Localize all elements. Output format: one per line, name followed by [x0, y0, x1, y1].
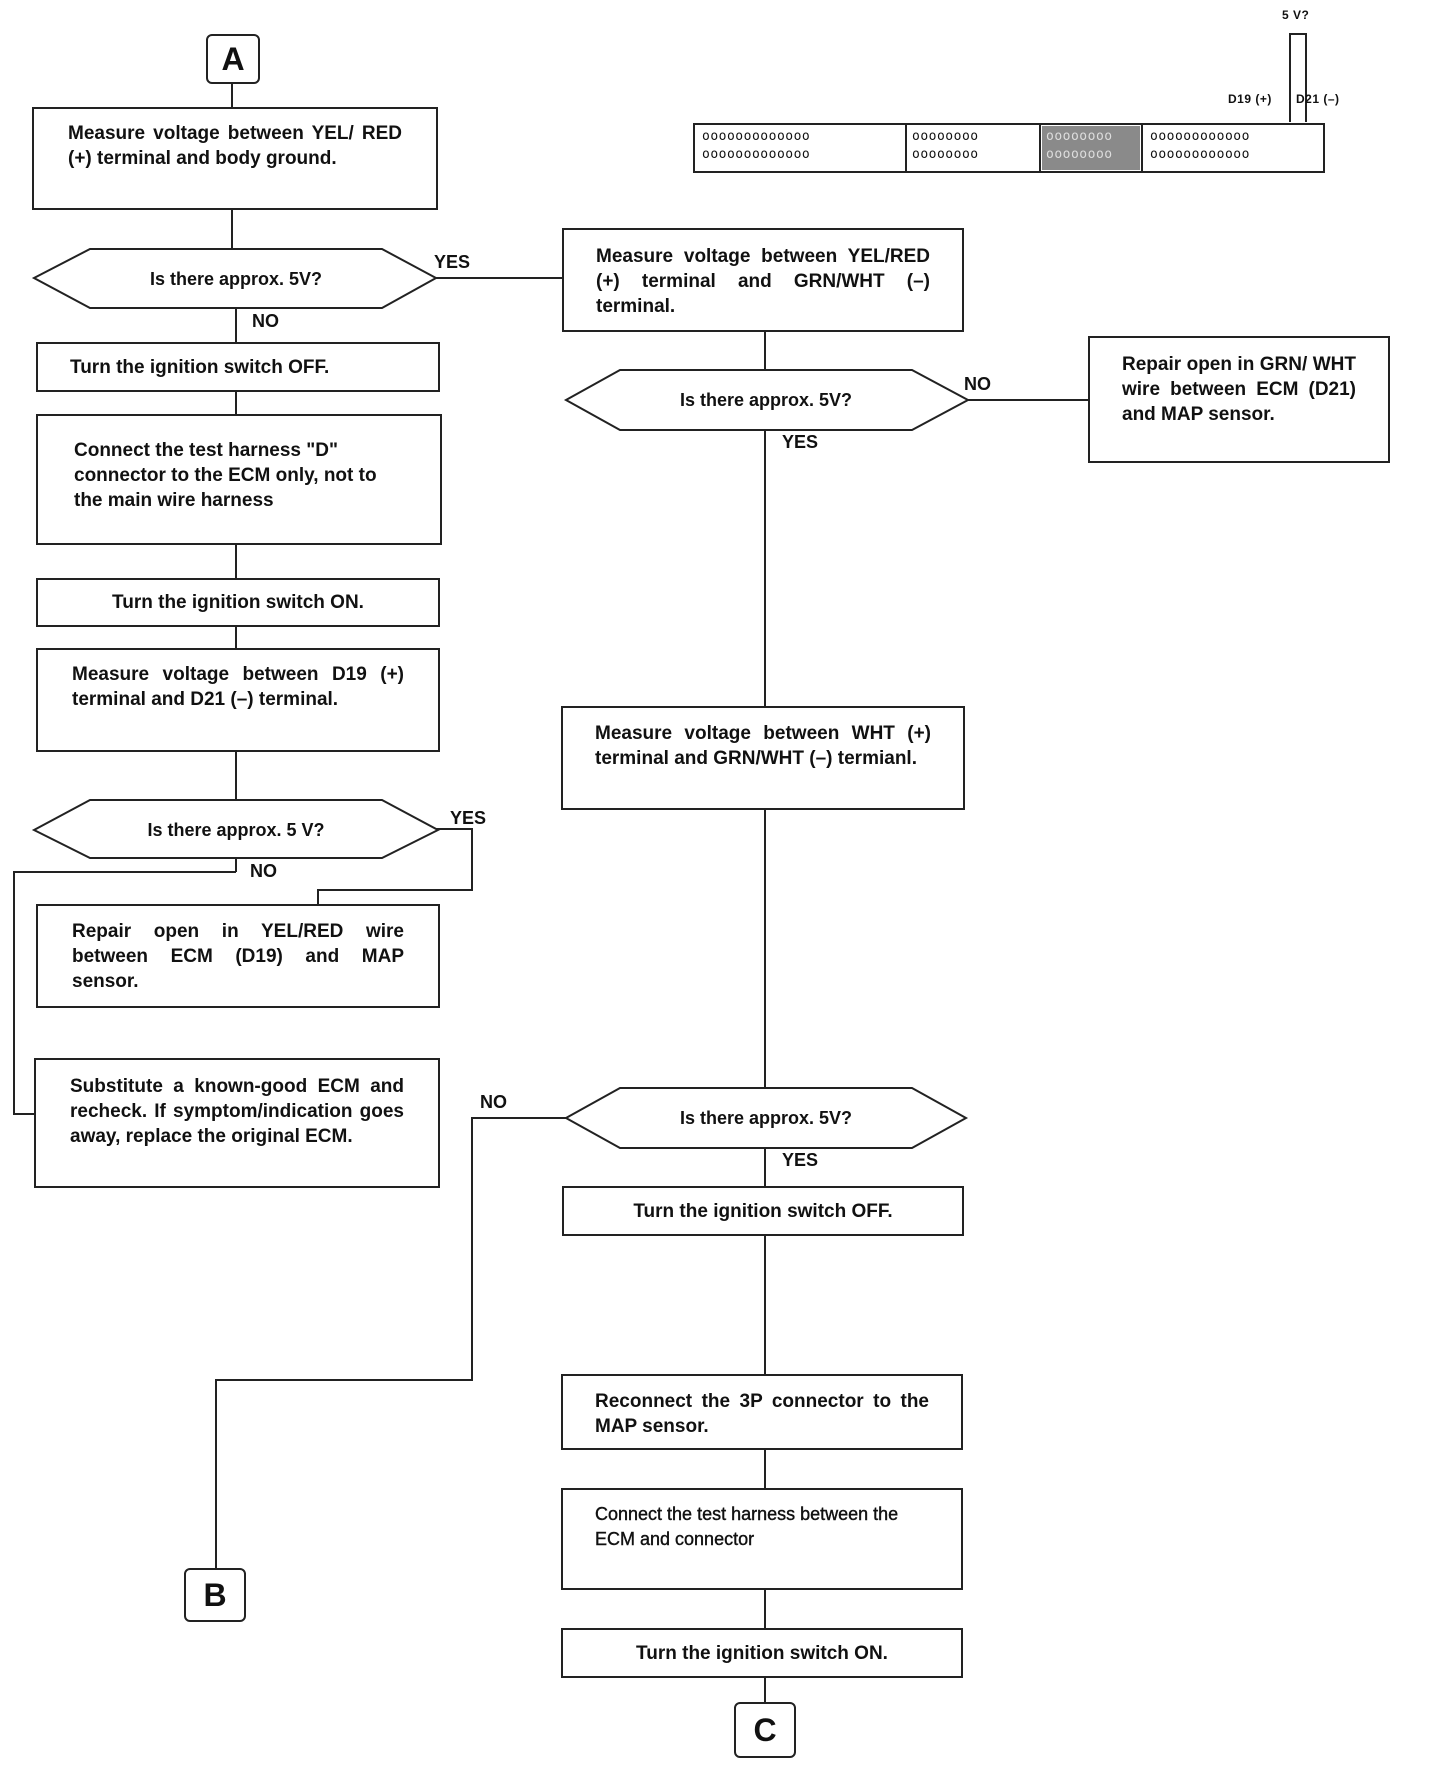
label-yes-right-1: YES	[782, 432, 819, 452]
ignition-off-right: Turn the ignition switch OFF.	[562, 1186, 964, 1236]
measure-wht-grn-wht: Measure voltage between WHT (+) terminal…	[561, 706, 965, 810]
decision-shape	[563, 369, 971, 431]
connector-a: A	[206, 34, 260, 84]
decision-shape	[563, 1087, 969, 1149]
connector-pins-1: ooooooooooooo ooooooooooooo	[702, 129, 811, 162]
label-yes-left-2: YES	[450, 808, 487, 828]
connector-pins-4: oooooooooooo oooooooooooo	[1150, 129, 1250, 162]
ignition-off-left: Turn the ignition switch OFF.	[36, 342, 440, 392]
connect-test-harness-d: Connect the test harness "D" connector t…	[36, 414, 442, 545]
ecm-d21-label: D21 (–)	[1296, 92, 1340, 106]
ecm-connector-block	[693, 123, 1325, 173]
decision-right-2: Is there approx. 5V?	[679, 1107, 853, 1128]
substitute-known-good-ecm: Substitute a known-good ECM and recheck.…	[34, 1058, 440, 1188]
decision-shape	[31, 248, 439, 309]
measure-yel-red-grn-wht: Measure voltage between YEL/RED (+) term…	[562, 228, 964, 332]
connector-b: B	[184, 1568, 246, 1622]
label-no-left-2: NO	[250, 861, 277, 881]
label-yes-left-1: YES	[434, 252, 471, 272]
ignition-on-left: Turn the ignition switch ON.	[36, 578, 440, 627]
reconnect-3p-connector: Reconnect the 3P connector to the MAP se…	[561, 1374, 963, 1450]
repair-yel-red-wire: Repair open in YEL/RED wire between ECM …	[36, 904, 440, 1008]
ignition-on-right: Turn the ignition switch ON.	[561, 1628, 963, 1678]
connector-pins-3: oooooooo oooooooo	[1046, 129, 1113, 162]
label-no-right-2: NO	[480, 1092, 507, 1112]
connector-c: C	[734, 1702, 796, 1758]
measure-yel-red-body-ground: Measure voltage between YEL/ RED (+) ter…	[32, 107, 438, 210]
connector-pins-2: oooooooo oooooooo	[912, 129, 979, 162]
decision-left-2: Is there approx. 5 V?	[147, 819, 325, 840]
label-no-left-1: NO	[252, 311, 279, 331]
label-yes-right-2: YES	[782, 1150, 819, 1170]
ecm-d19-label: D19 (+)	[1228, 92, 1272, 106]
decision-shape	[31, 799, 441, 859]
measure-d19-d21: Measure voltage between D19 (+) terminal…	[36, 648, 440, 752]
ecm-5v-label: 5 V?	[1282, 8, 1310, 22]
label-no-right-1: NO	[964, 374, 991, 394]
decision-right-1: Is there approx. 5V?	[679, 389, 853, 410]
decision-left-1: Is there approx. 5V?	[149, 268, 323, 289]
repair-grn-wht-wire: Repair open in GRN/ WHT wire between ECM…	[1088, 336, 1390, 463]
connect-test-harness-ecm: Connect the test harness between the ECM…	[561, 1488, 963, 1590]
